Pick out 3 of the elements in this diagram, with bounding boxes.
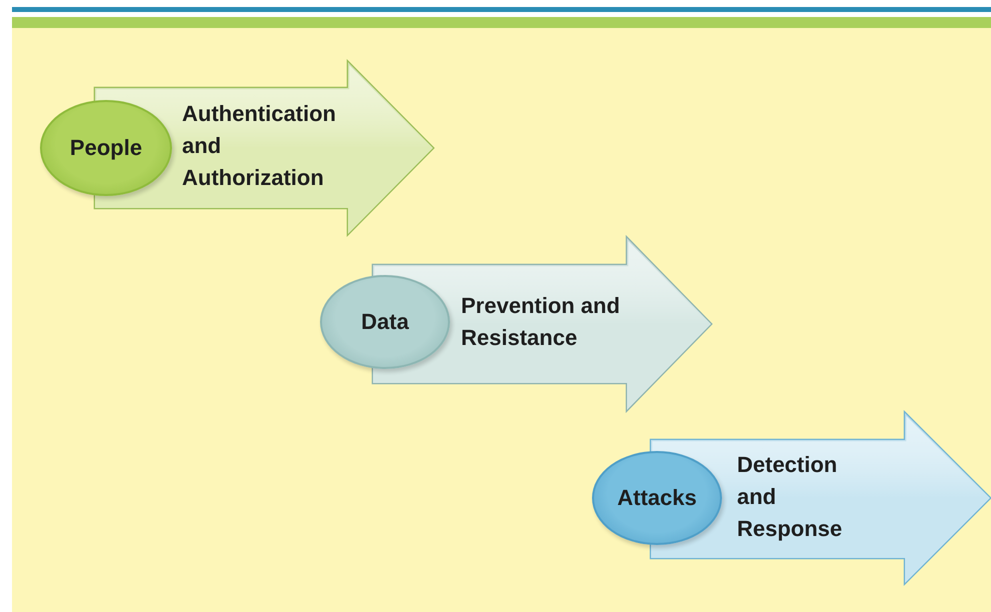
arrow-label: Detection and Response — [737, 451, 844, 543]
arrow-label: Prevention and Resistance — [461, 292, 621, 352]
arrow-label: Authentication and Authorization — [182, 100, 337, 192]
